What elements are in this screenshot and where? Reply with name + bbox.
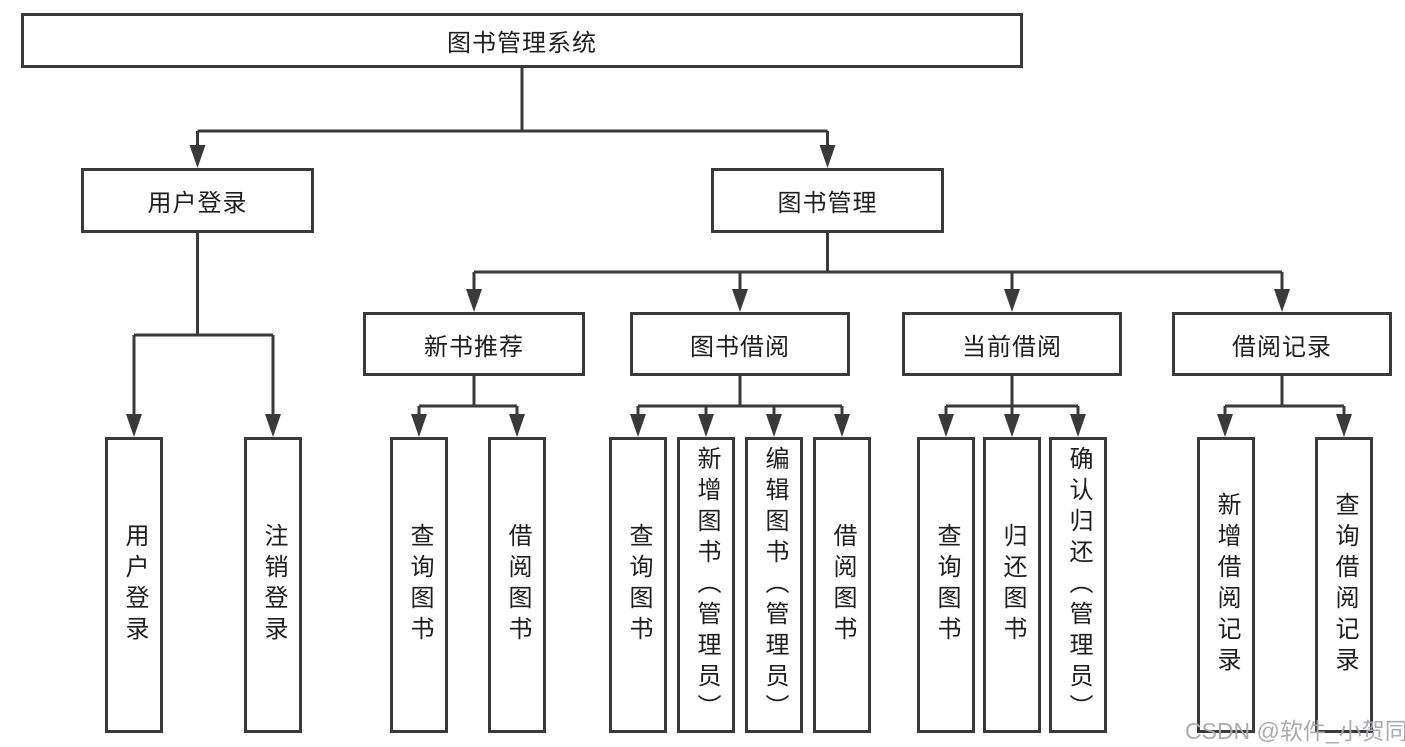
node-label: 借阅图书 [504, 523, 531, 647]
arrowhead [466, 289, 482, 312]
leaf-query-borrow-record: 查询借阅记录 [1315, 437, 1373, 733]
arrowhead [1336, 414, 1352, 437]
connector-user-login-children [126, 233, 281, 437]
leaf-query-books-current: 查询图书 [917, 437, 975, 733]
node-current-borrow: 当前借阅 [902, 312, 1122, 376]
node-label: 查询图书 [406, 523, 433, 647]
leaf-logout: 注销登录 [244, 437, 302, 733]
node-label: 借阅记录 [1232, 333, 1332, 361]
arrowhead [1217, 414, 1233, 437]
node-label: 图书管理系统 [447, 30, 597, 57]
arrowhead [1004, 289, 1020, 312]
node-label: 确认归还（管理员） [1065, 445, 1092, 725]
node-label: 编辑图书（管理员） [761, 445, 788, 725]
node-label: 归还图书 [999, 523, 1026, 647]
leaf-borrow-books: 借阅图书 [813, 437, 871, 733]
leaf-add-books-admin: 新增图书（管理员） [677, 437, 735, 733]
arrowhead [1004, 414, 1020, 437]
node-label: 新增借阅记录 [1213, 492, 1240, 678]
node-label: 查询图书 [625, 523, 652, 647]
arrowhead [819, 145, 836, 168]
node-root-system: 图书管理系统 [21, 13, 1023, 68]
connector-borrow-record-children [1217, 376, 1352, 437]
arrowhead [766, 414, 782, 437]
leaf-add-borrow-record: 新增借阅记录 [1197, 437, 1255, 733]
leaf-edit-books-admin: 编辑图书（管理员） [745, 437, 803, 733]
node-label: 图书管理 [777, 190, 878, 217]
leaf-user-login: 用户登录 [105, 437, 163, 733]
node-label: 新增图书（管理员） [693, 445, 720, 725]
node-label: 查询图书 [933, 523, 960, 647]
leaf-return-books: 归还图书 [983, 437, 1041, 733]
arrowhead [732, 289, 748, 312]
node-label: 图书借阅 [690, 333, 790, 361]
leaf-borrow-books-recommend: 借阅图书 [488, 437, 546, 733]
node-new-book-recommend: 新书推荐 [363, 312, 585, 376]
arrowhead [834, 414, 850, 437]
arrowhead [938, 414, 954, 437]
arrowhead [126, 414, 142, 437]
node-book-management: 图书管理 [711, 168, 944, 233]
arrowhead [189, 145, 206, 168]
arrowhead [630, 414, 646, 437]
node-borrow-records: 借阅记录 [1172, 312, 1392, 376]
connector-current-borrow-children [938, 376, 1086, 437]
node-book-borrow: 图书借阅 [630, 312, 850, 376]
connector-new-book-children [411, 376, 525, 437]
connector-root-to-level2 [189, 68, 836, 168]
arrowhead [698, 414, 714, 437]
leaf-confirm-return-admin: 确认归还（管理员） [1049, 437, 1107, 733]
node-label: 当前借阅 [962, 333, 1062, 361]
arrowhead [411, 414, 427, 437]
arrowhead [1070, 414, 1086, 437]
node-label: 用户登录 [147, 190, 248, 217]
arrowhead [509, 414, 525, 437]
leaf-query-books-recommend: 查询图书 [390, 437, 448, 733]
node-label: 新书推荐 [424, 333, 524, 361]
connector-book-mgmt-to-modules [466, 233, 1290, 312]
node-label: 用户登录 [121, 523, 148, 647]
node-label: 查询借阅记录 [1331, 492, 1358, 678]
connector-book-borrow-children [630, 376, 850, 437]
csdn-watermark: CSDN @软件_小贺同学 [1185, 718, 1405, 744]
node-user-login: 用户登录 [81, 168, 314, 233]
arrowhead [265, 414, 281, 437]
node-label: 注销登录 [260, 523, 287, 647]
arrowhead [1274, 289, 1290, 312]
leaf-query-books-borrow: 查询图书 [609, 437, 667, 733]
node-label: 借阅图书 [829, 523, 856, 647]
